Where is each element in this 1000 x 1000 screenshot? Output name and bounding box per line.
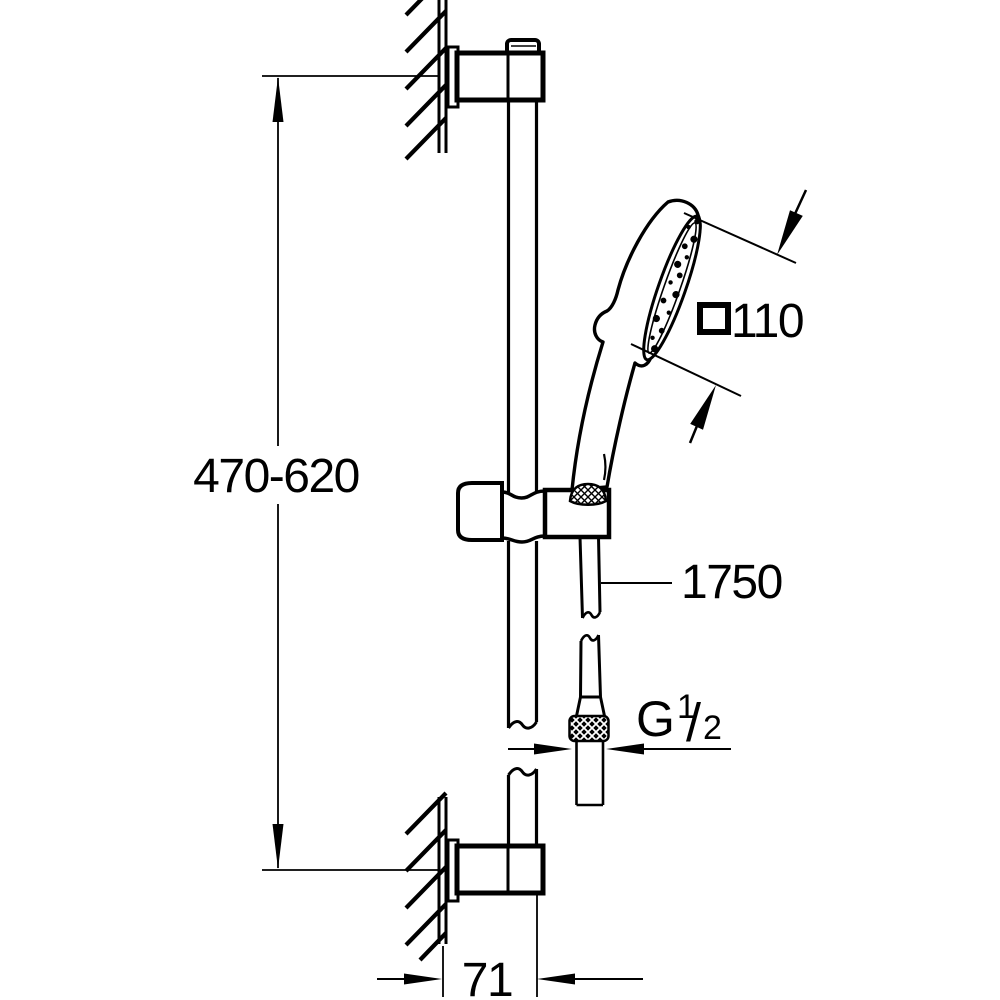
rail-break-upper bbox=[507, 720, 538, 730]
wall-bottom bbox=[404, 791, 448, 962]
square-symbol bbox=[697, 302, 731, 335]
shower-hose bbox=[568, 536, 610, 807]
spray-nozzle-dot bbox=[658, 327, 665, 334]
hose-lower-segment bbox=[579, 634, 602, 698]
spray-nozzle-dot bbox=[672, 290, 680, 299]
wall-bottom-hatching bbox=[404, 791, 448, 962]
thread-arrow-right bbox=[606, 743, 644, 755]
thread-label-g: G bbox=[636, 691, 675, 747]
shower-rail bbox=[506, 100, 539, 846]
hose-fitting bbox=[575, 695, 606, 717]
spray-dots bbox=[650, 218, 700, 353]
spray-nozzle-dot bbox=[652, 314, 660, 323]
hand-shower bbox=[568, 198, 702, 506]
wall-offset-label: 71 bbox=[462, 954, 512, 1000]
head-width-ext-line-lower bbox=[630, 343, 742, 397]
rail-break-lower bbox=[507, 767, 538, 777]
holder-knob bbox=[456, 481, 504, 542]
head-width-arrow-upper-tail bbox=[792, 189, 808, 217]
hatch-mark bbox=[404, 865, 448, 910]
hatch-mark bbox=[404, 83, 448, 128]
slider-holder bbox=[456, 481, 612, 544]
bracket-top bbox=[446, 38, 546, 109]
head-width-ext-line-upper bbox=[683, 212, 797, 264]
wall-offset-arrow-left bbox=[404, 973, 442, 985]
spray-nozzle-dot bbox=[674, 260, 682, 268]
head-width-label: 110 bbox=[731, 295, 803, 348]
bracket-top-arm bbox=[454, 50, 546, 103]
spray-nozzle-dot bbox=[686, 224, 691, 230]
dimension-wall-offset: 71 bbox=[377, 894, 643, 1000]
hose-end-tube bbox=[575, 741, 605, 807]
hose-upper-segment bbox=[578, 536, 602, 619]
hatch-mark bbox=[404, 902, 448, 947]
thread-arrow-left bbox=[534, 743, 572, 755]
hose-break-lower bbox=[579, 634, 600, 642]
hatch-mark bbox=[404, 0, 424, 17]
spray-nozzle-dot bbox=[681, 243, 688, 250]
head-width-arrow-lower bbox=[690, 385, 716, 430]
wall-top bbox=[404, 0, 448, 161]
rail-height-arrow-down bbox=[272, 824, 284, 869]
dimension-hose-length: 1750 bbox=[601, 556, 783, 609]
hose-length-label: 1750 bbox=[681, 556, 782, 609]
thread-label-denominator: 2 bbox=[703, 709, 722, 747]
hatch-mark bbox=[404, 46, 448, 91]
spray-nozzle-dot bbox=[668, 280, 673, 285]
hose-break-upper bbox=[581, 611, 602, 619]
head-width-arrow-upper bbox=[777, 210, 803, 255]
bracket-bottom bbox=[446, 838, 546, 903]
holder-clamp-bottom bbox=[501, 534, 546, 544]
spray-face-outer-rim bbox=[642, 214, 702, 362]
spray-nozzle-dot bbox=[650, 335, 655, 340]
spray-nozzle-dot bbox=[690, 235, 698, 243]
dimension-rail-height: 470-620 bbox=[193, 75, 438, 871]
handle-end-knurl bbox=[568, 482, 608, 506]
bracket-bottom-arm bbox=[454, 843, 546, 896]
spray-nozzle-dot bbox=[651, 345, 659, 353]
rail-height-arrow-up bbox=[272, 77, 284, 122]
thread-label-numerator: 1 bbox=[677, 688, 696, 726]
wall-top-hatching bbox=[404, 0, 448, 161]
spray-nozzle-dot bbox=[666, 310, 672, 315]
rail-height-label: 470-620 bbox=[193, 450, 359, 503]
spray-nozzle-dot bbox=[684, 255, 690, 260]
spray-nozzle-dot bbox=[660, 297, 667, 304]
hatch-mark bbox=[404, 116, 448, 161]
holder-clamp-top bbox=[501, 489, 546, 500]
handle-detail-line bbox=[602, 453, 607, 481]
hatch-mark bbox=[404, 791, 448, 836]
dimension-head-width: 110 bbox=[630, 189, 808, 444]
hatch-mark bbox=[418, 931, 448, 962]
dimension-thread: G 1 / 2 bbox=[508, 688, 731, 755]
hose-nut-knurled bbox=[568, 714, 610, 743]
hatch-mark bbox=[404, 9, 448, 54]
wall-offset-arrow-right bbox=[537, 973, 575, 985]
thread-label-slash: / bbox=[686, 693, 701, 753]
hatch-mark bbox=[404, 828, 448, 873]
spray-nozzle-dot bbox=[676, 272, 683, 279]
